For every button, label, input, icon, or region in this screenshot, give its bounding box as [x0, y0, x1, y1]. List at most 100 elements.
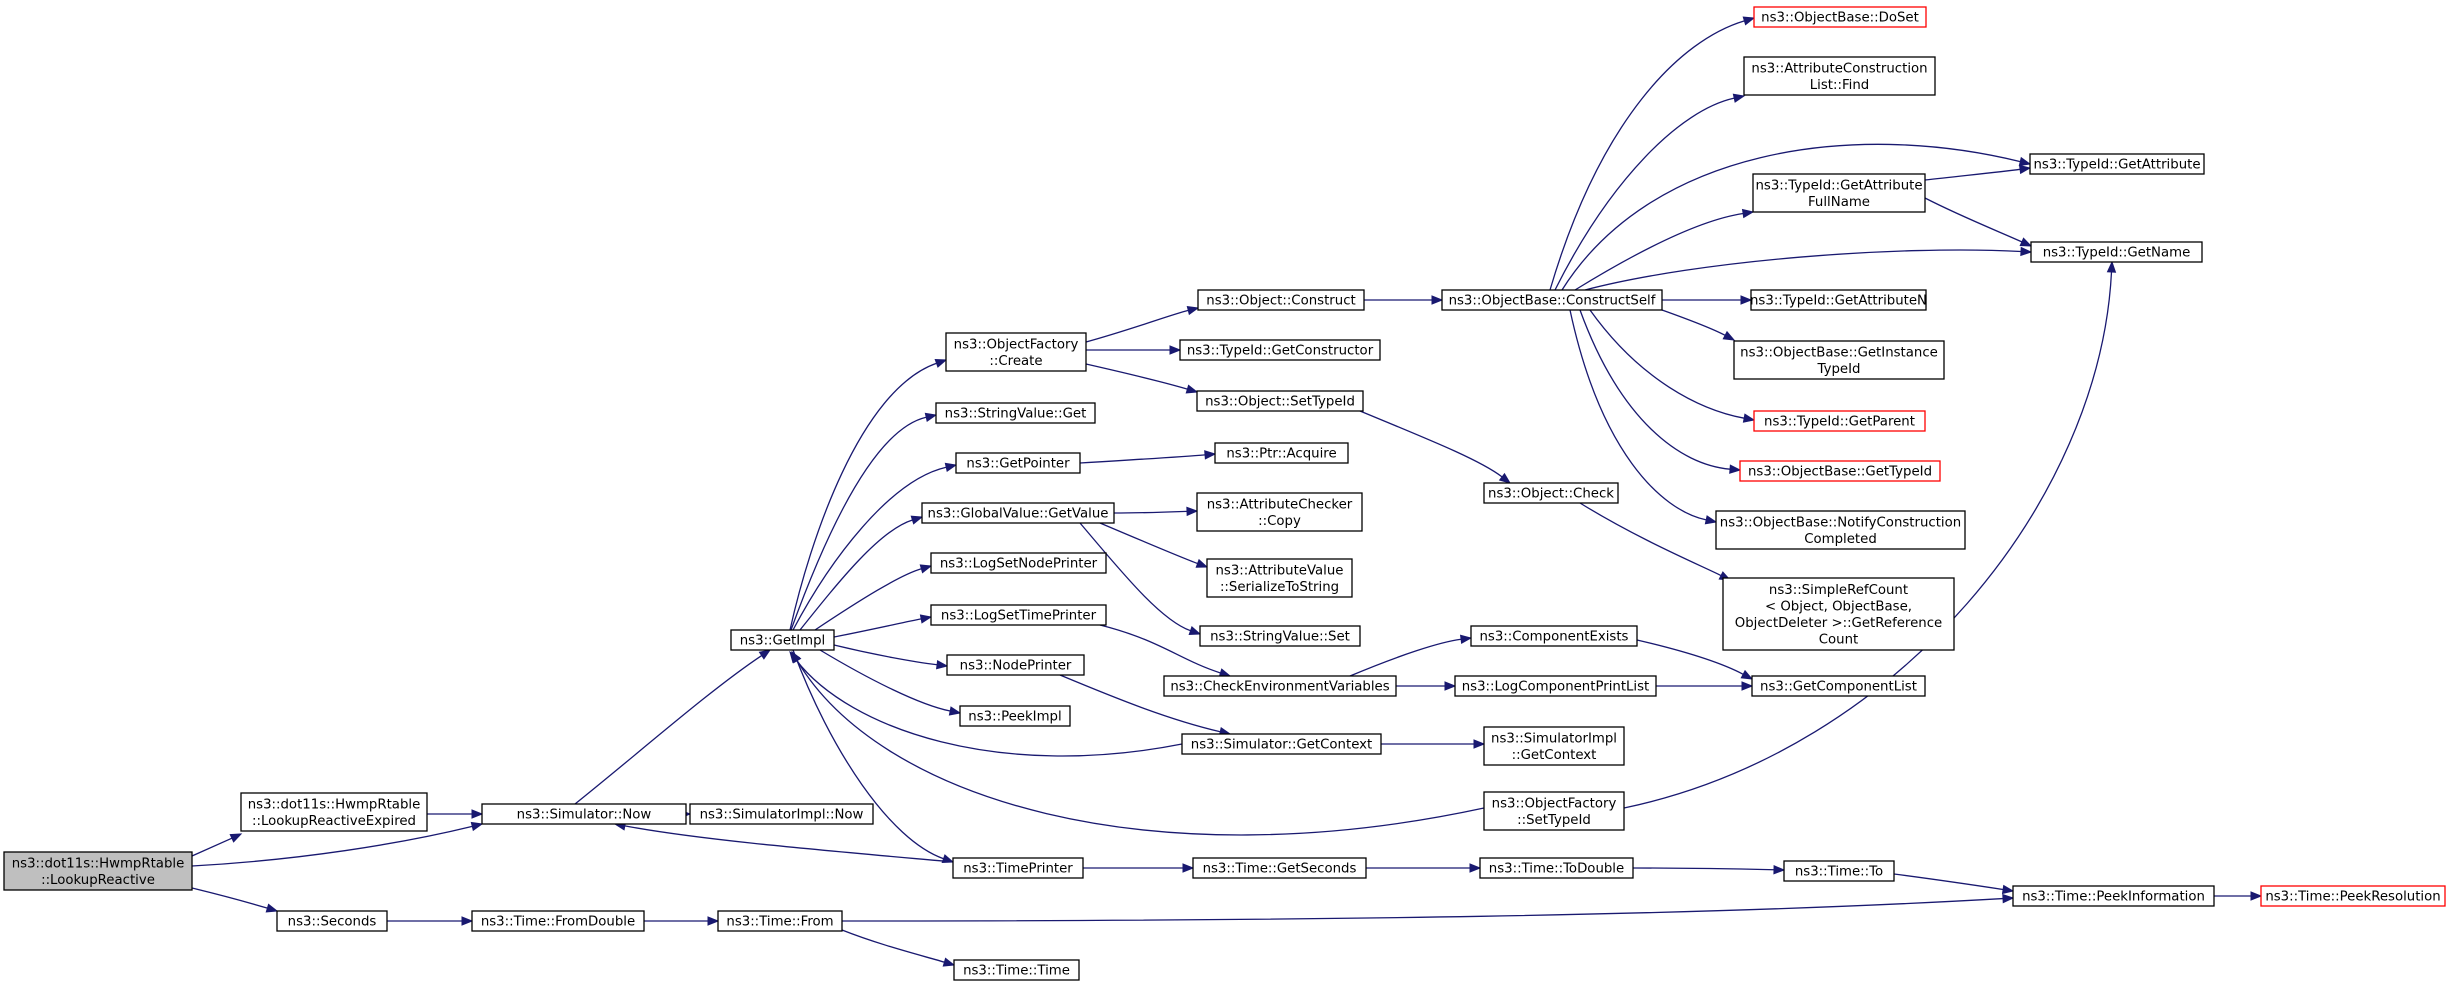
edge-checkenv-to-logcompprint	[1396, 681, 1457, 691]
node-box	[1163, 675, 1397, 697]
node-logsettime[interactable]: ns3::LogSetTimePrinter	[930, 604, 1107, 626]
node-box	[471, 910, 645, 932]
edge-line	[1099, 624, 1221, 674]
node-label: ns3::SimulatorImpl::Now	[700, 808, 864, 823]
node-srcgetref[interactable]: ns3::SimpleRefCount< Object, ObjectBase,…	[1722, 577, 1955, 651]
arrowhead	[1182, 863, 1195, 873]
node-ofcreate[interactable]: ns3::ObjectFactory::Create	[945, 332, 1087, 372]
node-timefromdouble[interactable]: ns3::Time::FromDouble	[471, 910, 645, 932]
node-label: ns3::Seconds	[288, 915, 377, 930]
node-obdoset[interactable]: ns3::ObjectBase::DoSet	[1753, 6, 1927, 28]
node-tidgetparent[interactable]: ns3::TypeId::GetParent	[1753, 410, 1926, 432]
node-label: ns3::Time::PeekResolution	[2265, 890, 2440, 905]
edge-line	[789, 362, 937, 631]
edge-ofsettypeid-to-tidgetname	[1623, 260, 2117, 809]
arrowhead	[470, 821, 484, 832]
node-timepeekres[interactable]: ns3::Time::PeekResolution	[2260, 885, 2446, 907]
node-seconds[interactable]: ns3::Seconds	[276, 910, 388, 932]
node-box	[1181, 733, 1382, 755]
node-compexists[interactable]: ns3::ComponentExists	[1470, 625, 1638, 647]
node-simimplnow[interactable]: ns3::SimulatorImpl::Now	[689, 803, 874, 825]
node-box	[1192, 857, 1367, 879]
edge-line	[1549, 20, 1745, 291]
node-label: ns3::AttributeConstruction	[1751, 61, 1927, 76]
edge-line	[792, 466, 947, 631]
node-obgettid[interactable]: ns3::ObjectBase::GetTypeId	[1739, 460, 1941, 482]
node-nodeprinter[interactable]: ns3::NodePrinter	[946, 654, 1085, 676]
node-timeto[interactable]: ns3::Time::To	[1783, 860, 1895, 882]
node-box	[1733, 340, 1945, 380]
node-ptracquire[interactable]: ns3::Ptr::Acquire	[1214, 442, 1349, 464]
node-avser[interactable]: ns3::AttributeValue::SerializeToString	[1206, 558, 1353, 598]
node-tidgetname[interactable]: ns3::TypeId::GetName	[2030, 241, 2203, 263]
edge-line	[574, 655, 763, 805]
node-root[interactable]: ns3::dot11s::HwmpRtable::LookupReactive	[3, 851, 193, 891]
node-lre[interactable]: ns3::dot11s::HwmpRtable::LookupReactiveE…	[240, 792, 428, 832]
node-strvalget[interactable]: ns3::StringValue::Get	[935, 402, 1096, 424]
edge-line	[819, 649, 951, 712]
arrowhead	[944, 462, 958, 472]
node-timetodouble[interactable]: ns3::Time::ToDouble	[1479, 857, 1634, 879]
arrowhead	[265, 903, 279, 913]
edge-timefrom-to-timetime	[841, 929, 956, 967]
node-timepeekinfo[interactable]: ns3::Time::PeekInformation	[2012, 885, 2215, 907]
node-logcompprint[interactable]: ns3::LogComponentPrintList	[1454, 675, 1657, 697]
arrowhead	[934, 358, 948, 368]
node-label: ns3::AttributeValue	[1215, 563, 1343, 578]
arrowhead	[1741, 681, 1754, 691]
node-getimpl[interactable]: ns3::GetImpl	[730, 629, 835, 651]
node-getcomplist[interactable]: ns3::GetComponentList	[1751, 675, 1926, 697]
node-obconstructself[interactable]: ns3::ObjectBase::ConstructSelf	[1441, 289, 1663, 311]
node-simgetctx[interactable]: ns3::Simulator::GetContext	[1181, 733, 1382, 755]
node-objcheck[interactable]: ns3::Object::Check	[1483, 482, 1619, 504]
node-timetime[interactable]: ns3::Time::Time	[953, 959, 1080, 981]
node-gvgetvalue[interactable]: ns3::GlobalValue::GetValue	[921, 502, 1115, 524]
node-acopy[interactable]: ns3::AttributeChecker::Copy	[1196, 492, 1363, 532]
node-box	[935, 402, 1096, 424]
node-timeprinter[interactable]: ns3::TimePrinter	[952, 857, 1084, 879]
node-timegetsec[interactable]: ns3::Time::GetSeconds	[1192, 857, 1367, 879]
node-simnow[interactable]: ns3::Simulator::Now	[481, 803, 687, 825]
node-box	[1753, 6, 1927, 28]
arrowhead	[1444, 681, 1457, 691]
node-obnotify[interactable]: ns3::ObjectBase::NotifyConstructionCompl…	[1715, 510, 1966, 550]
edge-line	[833, 618, 922, 638]
node-box	[1743, 56, 1936, 96]
node-getpointer[interactable]: ns3::GetPointer	[955, 452, 1081, 474]
node-box	[1179, 339, 1381, 361]
node-timefrom[interactable]: ns3::Time::From	[717, 910, 843, 932]
node-label: ns3::PeekImpl	[968, 710, 1061, 725]
arrowhead	[2018, 164, 2032, 175]
node-peekimpl[interactable]: ns3::PeekImpl	[959, 705, 1071, 727]
edge-line	[1623, 271, 2113, 809]
node-simimplctx[interactable]: ns3::SimulatorImpl::GetContext	[1483, 726, 1625, 766]
node-label: ns3::Object::Check	[1488, 487, 1614, 502]
node-logsetnode[interactable]: ns3::LogSetNodePrinter	[930, 552, 1107, 574]
edge-line	[799, 519, 913, 631]
node-tidgetattrn[interactable]: ns3::TypeId::GetAttributeN	[1750, 289, 1927, 311]
arrowhead	[1431, 295, 1444, 305]
edge-line	[1574, 212, 1744, 291]
arrowhead	[2002, 893, 2015, 904]
node-label: ::GetContext	[1512, 748, 1597, 763]
node-label: ns3::ObjectBase::DoSet	[1761, 11, 1919, 26]
node-objconstruct[interactable]: ns3::Object::Construct	[1197, 289, 1365, 311]
node-box	[1753, 410, 1926, 432]
node-box	[953, 959, 1080, 981]
node-ofsettypeid[interactable]: ns3::ObjectFactory::SetTypeId	[1483, 791, 1625, 831]
node-checkenv[interactable]: ns3::CheckEnvironmentVariables	[1163, 675, 1397, 697]
node-objsettypeid[interactable]: ns3::Object::SetTypeId	[1196, 390, 1364, 412]
node-strvalset[interactable]: ns3::StringValue::Set	[1199, 625, 1361, 647]
node-tidgetattr[interactable]: ns3::TypeId::GetAttribute	[2029, 153, 2205, 175]
node-label: ns3::dot11s::HwmpRtable	[248, 797, 421, 812]
edge-gvgetvalue-to-avser	[1099, 522, 1209, 568]
node-tidgetctor[interactable]: ns3::TypeId::GetConstructor	[1179, 339, 1381, 361]
node-label: ns3::GetImpl	[740, 634, 825, 649]
node-label: TypeId	[1817, 362, 1861, 377]
edge-seconds-to-timefromdouble	[387, 916, 474, 926]
edge-line	[1079, 454, 1206, 464]
